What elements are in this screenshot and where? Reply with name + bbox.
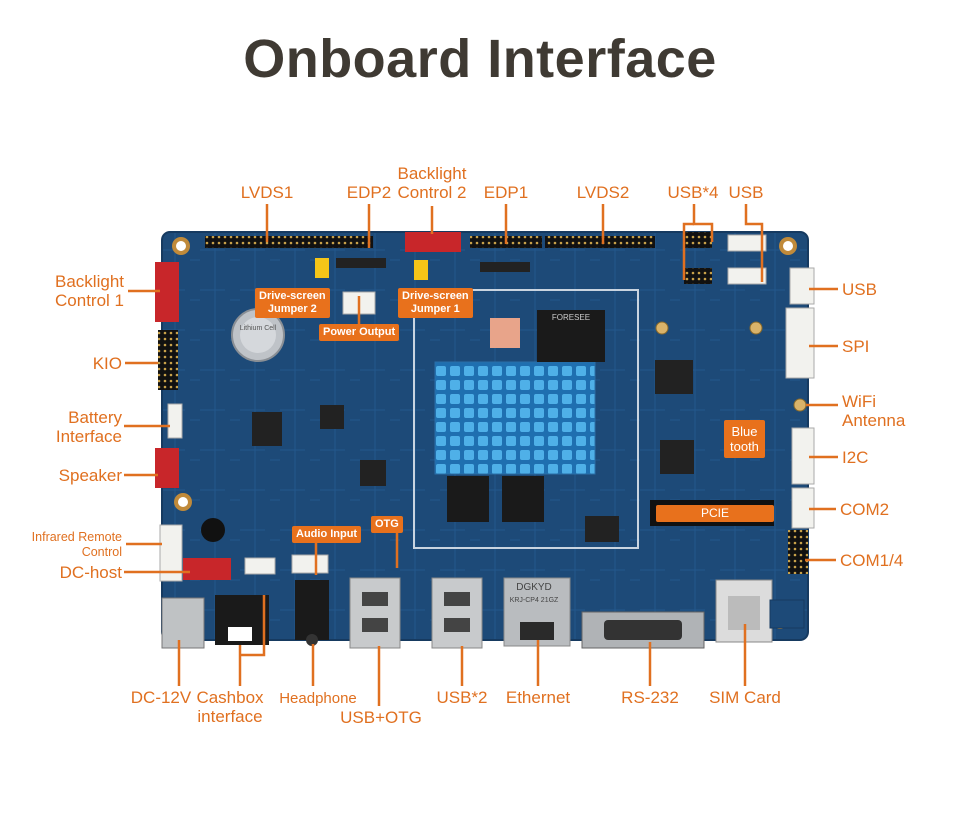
label-cashbox-interface: Cashbox interface xyxy=(196,688,264,726)
tag-drive-screen-jumper-1: Drive-screen Jumper 1 xyxy=(398,288,473,318)
usb-top-connector xyxy=(727,234,767,252)
label-infrared-remote-control: Infrared Remote Control xyxy=(31,530,122,559)
label-ethernet: Ethernet xyxy=(505,688,571,707)
heatsink xyxy=(434,361,596,475)
usb4-header-2 xyxy=(684,268,712,284)
label-kio: KIO xyxy=(92,354,122,373)
label-rs232: RS-232 xyxy=(621,688,679,707)
ram-chip xyxy=(502,476,544,522)
flash-brand-text: FORESEE xyxy=(551,313,591,322)
label-wifi-antenna: WiFi Antenna xyxy=(842,392,906,430)
label-headphone: Headphone xyxy=(279,690,357,707)
usb-right-connector xyxy=(789,267,815,305)
lvds2-header xyxy=(545,236,655,248)
label-battery-interface: Battery Interface xyxy=(55,408,122,446)
label-usb2: USB*2 xyxy=(436,688,488,707)
dchost-connector xyxy=(183,558,231,580)
ethernet-brand-text: DGKYD xyxy=(516,582,552,593)
tag-bluetooth: Blue tooth xyxy=(724,420,765,458)
label-backlight-control-2: Backlight Control 2 xyxy=(397,164,467,202)
label-com2: COM2 xyxy=(840,500,890,519)
label-edp2: EDP2 xyxy=(346,183,392,202)
page-title: Onboard Interface xyxy=(243,29,717,89)
usb4-header xyxy=(684,232,712,248)
backlight2-connector xyxy=(405,232,461,252)
tag-otg: OTG xyxy=(371,516,403,533)
label-spi: SPI xyxy=(842,337,870,356)
headphone-jack xyxy=(295,580,329,640)
label-lvds1: LVDS1 xyxy=(240,183,294,202)
label-edp1: EDP1 xyxy=(483,183,529,202)
label-speaker: Speaker xyxy=(58,466,122,485)
label-lvds2: LVDS2 xyxy=(576,183,630,202)
label-usb4: USB*4 xyxy=(667,183,719,202)
flash-chip xyxy=(537,310,605,362)
tag-power-output: Power Output xyxy=(319,324,400,341)
com14-header xyxy=(788,530,808,574)
kio-header xyxy=(158,330,178,390)
tag-pcie: PCIE xyxy=(656,505,774,522)
label-usb-otg: USB+OTG xyxy=(340,708,422,727)
label-com1-4: COM1/4 xyxy=(840,551,904,570)
label-dc-12v: DC-12V xyxy=(130,688,192,707)
tag-drive-screen-jumper-2: Drive-screen Jumper 2 xyxy=(255,288,330,318)
dc12v-jack xyxy=(161,597,205,649)
label-usb-top: USB xyxy=(728,183,764,202)
usb-top-connector-2 xyxy=(727,267,767,285)
ethernet-model-text: KRJ-CP4 21GZ xyxy=(509,597,559,604)
label-backlight-control-1: Backlight Control 1 xyxy=(55,272,124,310)
soc-outline xyxy=(413,289,639,549)
usb2-port xyxy=(431,577,483,649)
label-dc-host: DC-host xyxy=(59,563,122,582)
label-sim-card: SIM Card xyxy=(709,688,781,707)
lvds1-header xyxy=(205,236,373,248)
battery-connector xyxy=(167,403,183,439)
label-i2c: I2C xyxy=(842,448,869,467)
ram-chip xyxy=(447,476,489,522)
spi-connector xyxy=(785,307,815,379)
speaker-connector xyxy=(155,448,179,488)
infrared-connector xyxy=(159,524,183,582)
usb-otg-port xyxy=(349,577,401,649)
battery-text: Lithium Cell xyxy=(239,325,277,332)
tag-audio-input: Audio Input xyxy=(292,526,362,543)
label-usb-right: USB xyxy=(842,280,877,299)
